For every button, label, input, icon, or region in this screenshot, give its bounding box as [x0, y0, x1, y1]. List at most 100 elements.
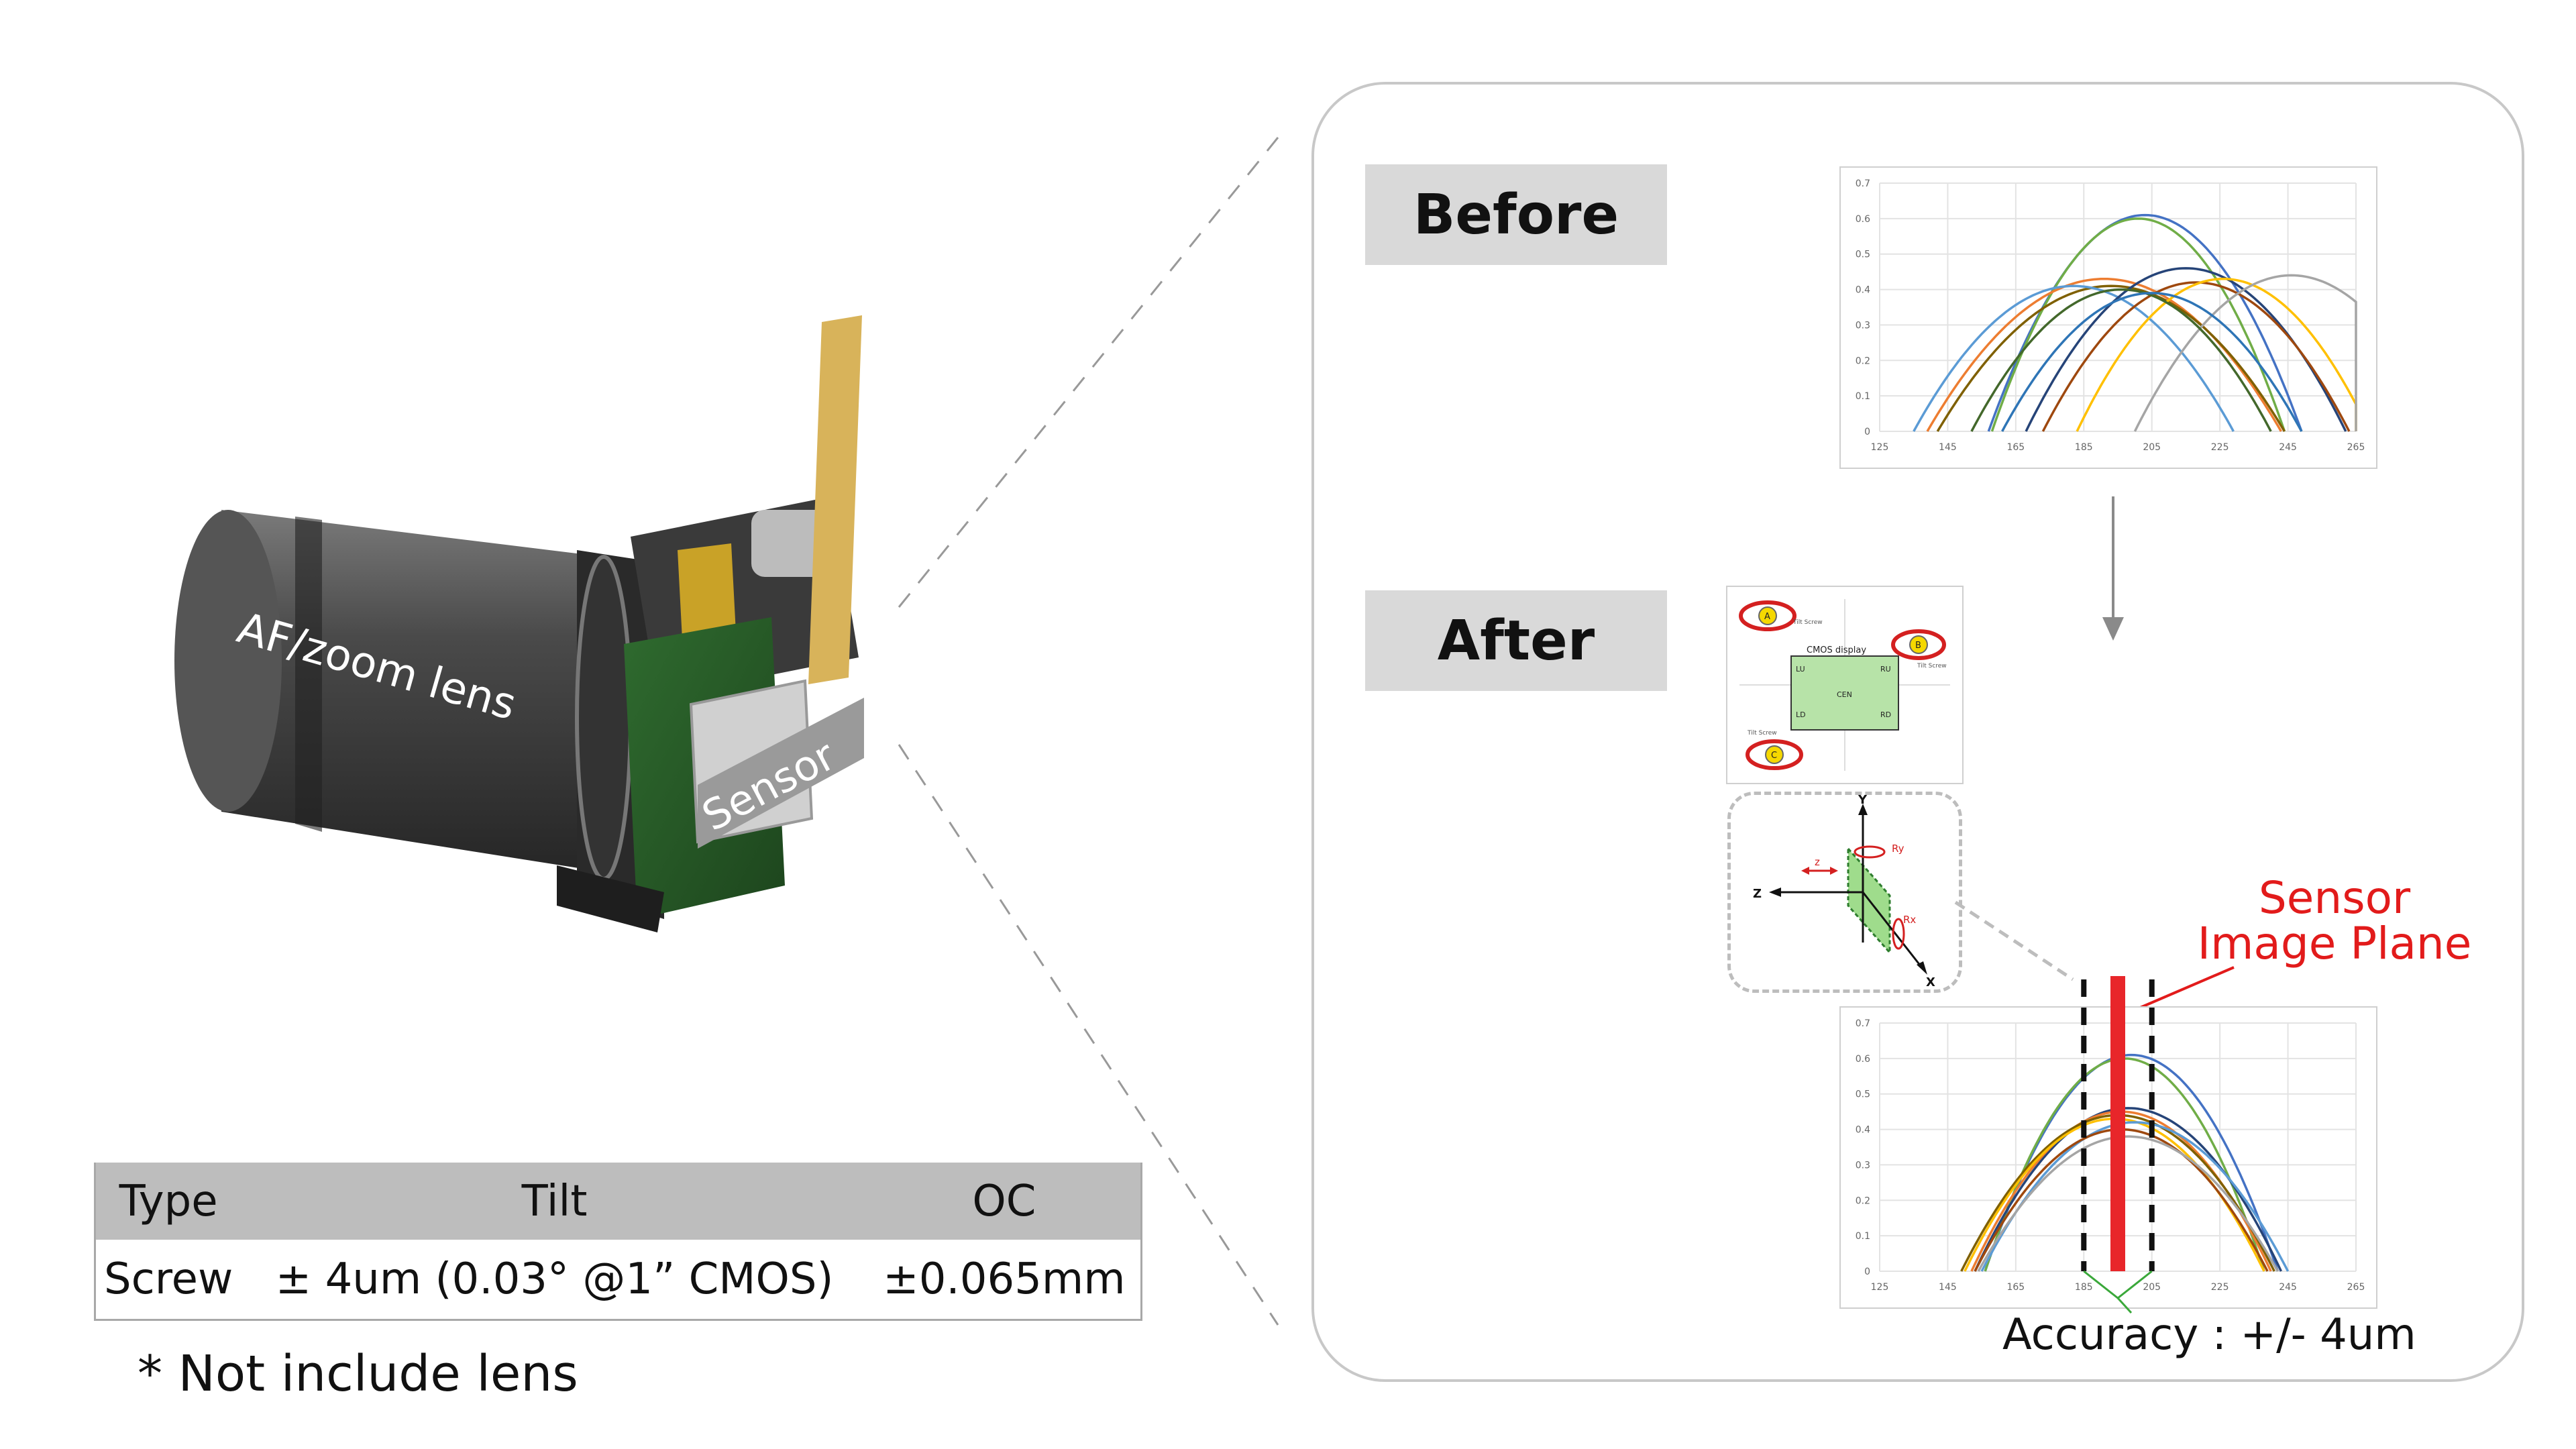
point-ld: LD [1796, 710, 1806, 719]
table-row: Screw ± 4um (0.03° @1” CMOS) ±0.065mm [94, 1240, 1142, 1321]
y-tick-label: 0.4 [1856, 285, 1870, 296]
flex-cable [808, 315, 862, 684]
x-tick-label: 165 [2006, 442, 2025, 453]
y-tick-label: 0.5 [1856, 250, 1870, 260]
y-tick-label: 0.6 [1856, 1054, 1870, 1065]
sensor-plane-label-line2: Image Plane [2197, 918, 2472, 969]
x-tick-label: 265 [2347, 442, 2365, 453]
x-tick-label: 185 [2075, 1282, 2093, 1293]
series-line [1990, 217, 2286, 432]
tilt-screw-text-b: Tilt Screw [1917, 663, 1947, 669]
header-type: Type [94, 1163, 241, 1240]
spec-table: Type Tilt OC Screw ± 4um (0.03° @1” CMOS… [94, 1163, 1142, 1321]
sensor-plane-label-line1: Sensor [2258, 872, 2411, 924]
svg-text:B: B [1915, 641, 1921, 651]
cell-oc: ±0.065mm [867, 1240, 1142, 1321]
axis-z-label: Z [1753, 887, 1762, 901]
ry-label: Ry [1892, 843, 1904, 855]
zoom-line-bottom [898, 744, 1279, 1326]
x-tick-label: 245 [2279, 1282, 2297, 1293]
svg-text:C: C [1771, 751, 1777, 761]
accuracy-pointer [2116, 1297, 2133, 1314]
after-chart: 0 0.1 0.2 0.3 0.4 0.5 0.6 0.7 125 145 165 185 205 225… [1856, 976, 2365, 1314]
footnote: * Not include lens [138, 1345, 578, 1403]
zoom-line-top [898, 137, 1279, 608]
screw-b-icon: B [1891, 629, 1946, 660]
axes-inset: Y Z X Ry Rx z [1753, 793, 1935, 989]
x-tick-label: 125 [1871, 442, 1889, 453]
x-tick-label: 265 [2347, 1282, 2365, 1293]
series-line [2001, 292, 2303, 432]
series-line [1913, 284, 2235, 432]
cmos-display-title: CMOS display [1807, 645, 1866, 655]
ry-rotation-icon [1854, 845, 1886, 859]
cell-tilt: ± 4um (0.03° @1” CMOS) [241, 1240, 868, 1321]
x-tick-label: 145 [1939, 442, 1957, 453]
y-tick-label: 0.3 [1856, 1160, 1870, 1171]
series-line [2076, 277, 2357, 432]
screw-c-icon: C [1746, 739, 1803, 770]
x-tick-label: 205 [2143, 1282, 2161, 1293]
header-tilt: Tilt [241, 1163, 868, 1240]
y-tick-label: 0.6 [1856, 214, 1870, 225]
x-tick-label: 145 [1939, 1282, 1957, 1293]
series-line [2133, 274, 2357, 432]
y-tick-label: 0.2 [1856, 1195, 1870, 1206]
sensor-plane-label: Sensor Image Plane [2174, 875, 2496, 967]
accuracy-bracket [2083, 1270, 2153, 1299]
series-line [1936, 284, 2286, 432]
x-tick-label: 165 [2006, 1282, 2025, 1293]
series-line [1970, 288, 2272, 432]
series-line [1984, 1053, 2279, 1272]
rx-label: Rx [1903, 914, 1916, 926]
x-tick-label: 225 [2211, 442, 2229, 453]
lens-ring [295, 517, 322, 832]
point-cen: CEN [1837, 690, 1852, 699]
tilt-screw-text-a: Tilt Screw [1792, 619, 1823, 626]
point-lu: LU [1796, 665, 1805, 674]
y-tick-label: 0 [1864, 1267, 1870, 1277]
motor [751, 510, 832, 577]
axes-inset-frame [1727, 792, 1962, 993]
screw-a-icon: A [1739, 600, 1796, 631]
y-tick-label: 0.1 [1856, 391, 1870, 402]
point-rd: RD [1880, 710, 1891, 719]
cell-type: Screw [94, 1240, 241, 1321]
lens-front [174, 510, 282, 812]
point-ru: RU [1880, 665, 1891, 674]
y-tick-label: 0.3 [1856, 320, 1870, 331]
svg-text:A: A [1764, 612, 1770, 622]
y-tick-label: 0.2 [1856, 356, 1870, 366]
camera-module-illustration: AF/zoom lens Sensor [174, 315, 864, 932]
axis-y-label: Y [1858, 793, 1868, 807]
header-oc: OC [867, 1163, 1142, 1240]
y-tick-label: 0.5 [1856, 1089, 1870, 1100]
x-tick-label: 205 [2143, 442, 2161, 453]
y-tick-label: 0.1 [1856, 1231, 1870, 1242]
tilt-screw-text-c: Tilt Screw [1747, 730, 1777, 737]
detail-panel [1311, 82, 2524, 1382]
rx-rotation-icon [1892, 918, 1905, 950]
down-arrow [2102, 496, 2124, 641]
series-line [1977, 1135, 2279, 1272]
x-tick-label: 225 [2211, 1282, 2229, 1293]
cmos-display-inset: CMOS display LU RU CEN LD RD A B C Tilt … [1739, 599, 1950, 771]
sensor-label-strip [698, 698, 864, 849]
y-tick-label: 0 [1864, 427, 1870, 437]
z-shift-label: z [1815, 856, 1820, 868]
y-tick-label: 0.7 [1856, 1018, 1870, 1029]
x-tick-label: 185 [2075, 442, 2093, 453]
y-tick-label: 0.4 [1856, 1125, 1870, 1136]
after-label: After [1365, 590, 1667, 691]
series-line [1980, 1121, 2290, 1272]
x-tick-label: 125 [1871, 1282, 1889, 1293]
series-line [2041, 281, 2351, 432]
x-tick-label: 245 [2279, 442, 2297, 453]
cmos-display-rect [1790, 655, 1899, 731]
y-tick-label: 0.7 [1856, 178, 1870, 189]
before-chart: 0 0.1 0.2 0.3 0.4 0.5 0.6 0.7 125 145 165 185 205 225… [1856, 178, 2365, 453]
before-label: Before [1365, 164, 1667, 265]
axis-x-label: X [1926, 975, 1935, 989]
series-line [1974, 1107, 2282, 1272]
